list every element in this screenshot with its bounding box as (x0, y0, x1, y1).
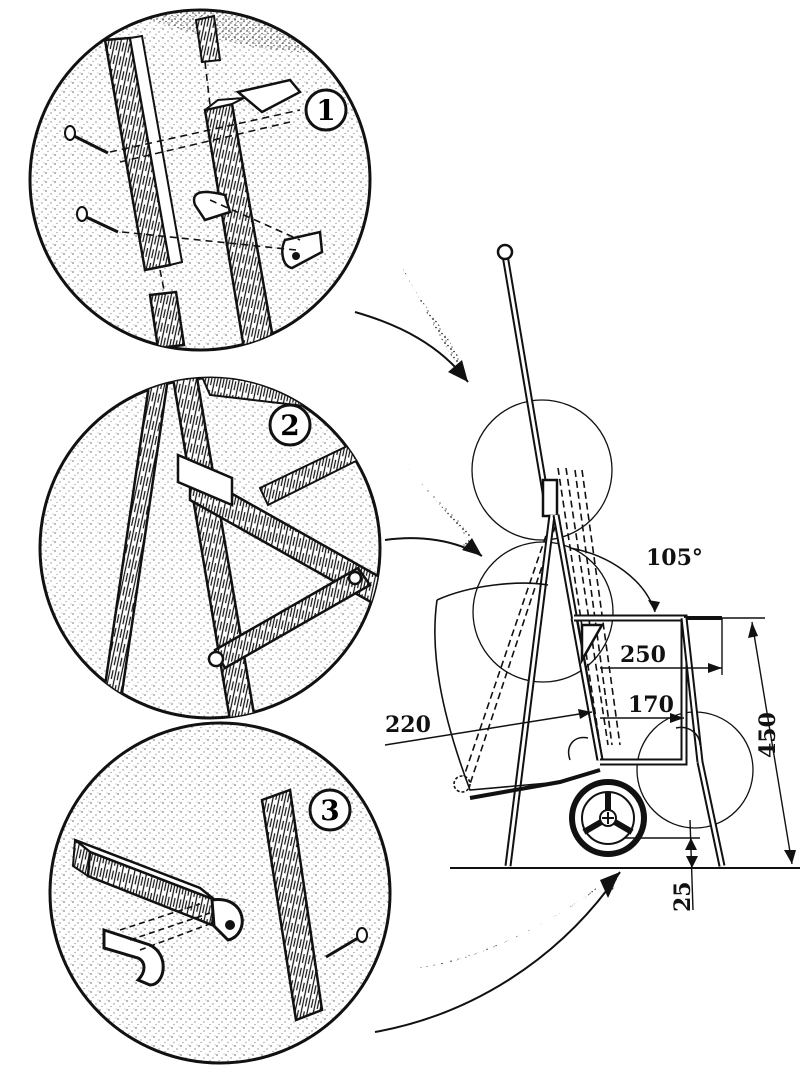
front-leg (504, 514, 556, 867)
detail-circle-3: 3 (48, 721, 392, 1065)
angle-label: 105° (646, 545, 703, 571)
dimension-250-label: 250 (620, 642, 666, 668)
hinged-brace (207, 566, 372, 670)
pointer-arrow (384, 465, 483, 557)
leg-foot-block (71, 838, 244, 942)
callout-1-badge (304, 88, 348, 132)
wooden-leg-right (194, 14, 277, 350)
callout-1-label: 1 (316, 94, 335, 127)
callout-2-badge (268, 403, 312, 447)
dimension-170-label: 170 (628, 692, 674, 718)
screw-icon (325, 927, 368, 959)
hinge-bracket (192, 78, 324, 270)
handle-knob (496, 243, 514, 261)
wheel (569, 779, 647, 857)
wooden-leg-left (103, 34, 186, 350)
detail-circle-2: 2 (38, 376, 382, 720)
callout-3-badge (308, 788, 352, 832)
cross-bar (176, 438, 380, 613)
wooden-leg-rear (170, 378, 257, 718)
callout-3-label: 3 (320, 794, 339, 827)
rear-frame (552, 514, 604, 761)
callout-2-label: 2 (280, 409, 299, 442)
pointer-arrow (354, 262, 469, 383)
cargo-frame (574, 614, 726, 867)
pointer-arrow (374, 871, 621, 1033)
dimension-25-label: 25 (670, 881, 696, 912)
detail-circle-1: 1 (28, 8, 372, 352)
dimension-220-label: 220 (385, 712, 431, 738)
screw-icon (64, 125, 119, 234)
foot-bracket (102, 927, 165, 987)
wooden-leg-front (98, 378, 170, 718)
handle-pole (496, 243, 552, 511)
wooden-leg-vertical (260, 788, 324, 1022)
dimension-450-label: 450 (755, 712, 781, 758)
cart-side-view (384, 243, 800, 911)
clamp (541, 478, 559, 518)
